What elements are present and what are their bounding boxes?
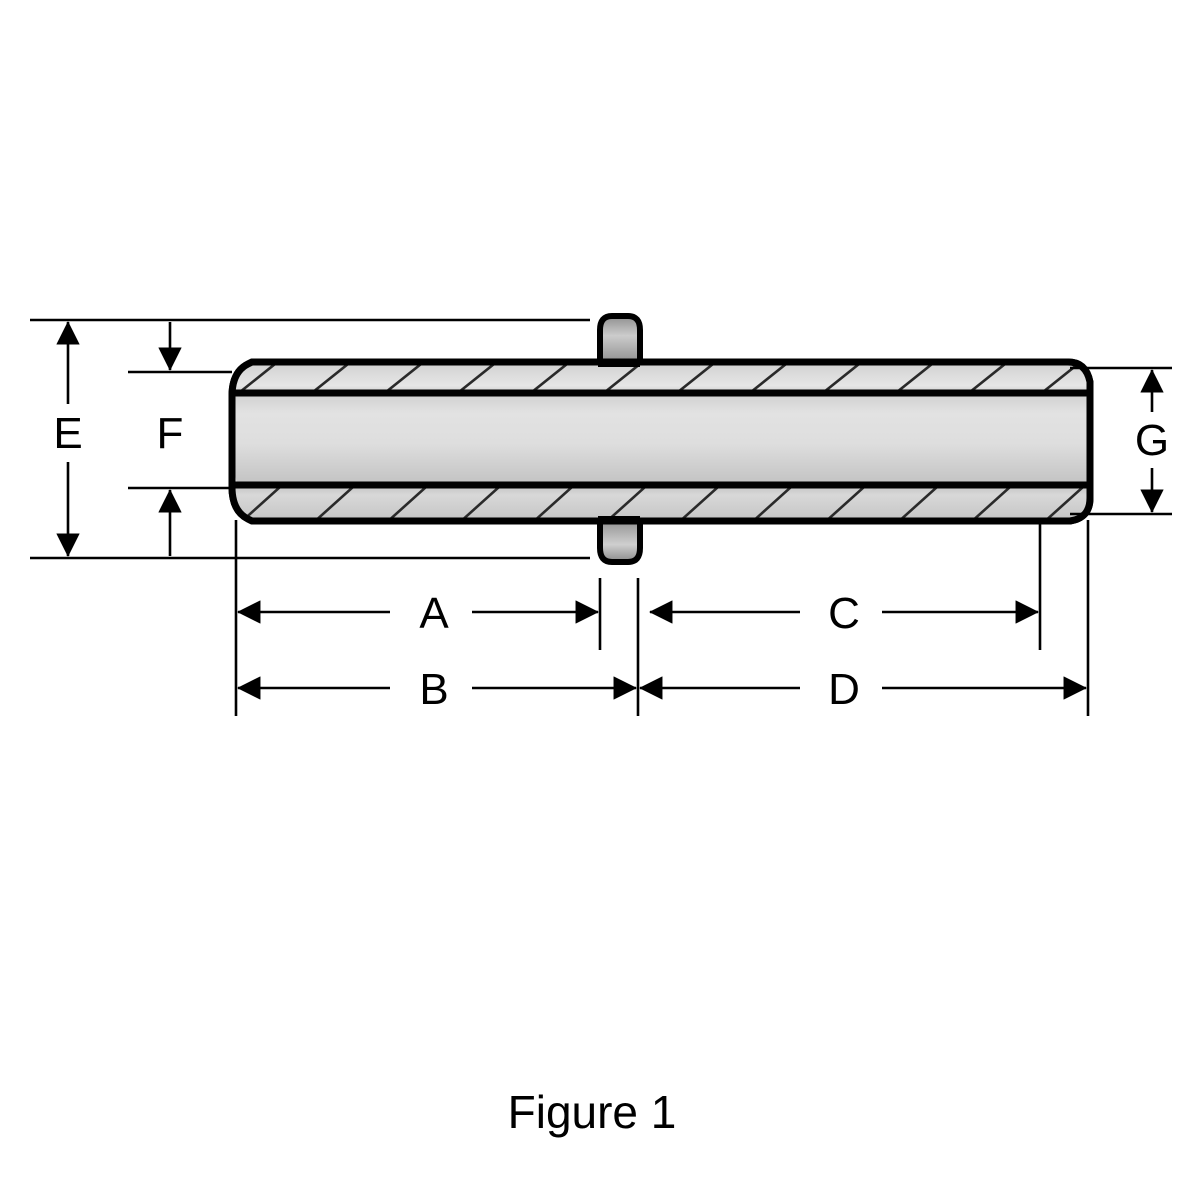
center-flange-top-nub [597,313,643,375]
dimension-F [128,322,232,556]
bore-fill [232,393,1090,485]
flange-nub-top-shape [597,313,643,375]
dimension-label-F: F [157,409,184,458]
part-drawing [228,313,1094,565]
dimension-E [30,318,590,560]
dimension-label-A: A [419,589,449,638]
dimension-G [1070,366,1172,516]
dimension-label-G: G [1135,416,1169,465]
dimension-label-C: C [828,589,860,638]
figure-caption: Figure 1 [508,1086,677,1138]
barrel-outline [228,358,1094,525]
dimension-annotations [30,318,1172,716]
dimension-labels: E F G A B C D [53,409,1169,714]
dimension-label-D: D [828,665,860,714]
dimension-label-E: E [53,409,82,458]
dimension-label-B: B [419,665,448,714]
horizontal-dim-extension-lines [234,520,1090,716]
